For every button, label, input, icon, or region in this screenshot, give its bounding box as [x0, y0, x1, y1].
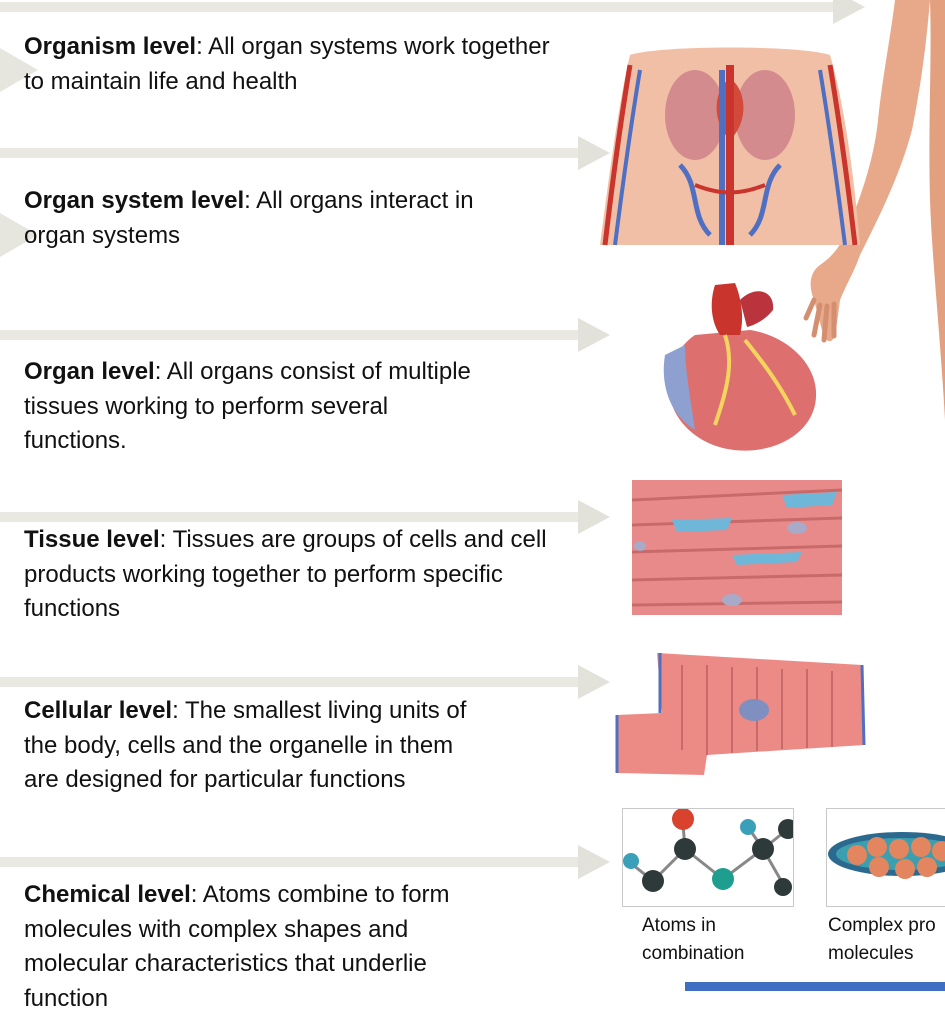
organ-system-level-title: Organ system level — [24, 187, 245, 214]
cell-illustration — [615, 653, 866, 775]
arrow-chemical — [0, 857, 580, 867]
organism-level-text: Organism level: All organ systems work t… — [24, 33, 550, 95]
organ-system-level-desc: All organs interact in organ systems — [24, 187, 474, 249]
organ-system-level-text: Organ system level: All organs interact … — [24, 187, 474, 249]
tissue-level-desc: Tissues are groups of cells and cell pro… — [24, 526, 547, 622]
cellular-level-title: Cellular level — [24, 697, 173, 724]
tissue-level-text: Tissue level: Tissues are groups of cell… — [24, 526, 547, 622]
top-arrow — [0, 2, 835, 12]
arrow-organ-system — [0, 148, 580, 158]
organ-level-desc: All organs consist of multiple tissues w… — [24, 358, 471, 454]
chemical-level-text: Chemical level: Atoms combine to form mo… — [24, 881, 450, 1012]
chemical-level-desc: Atoms combine to form molecules with com… — [24, 881, 450, 1012]
cellular-level-text: Cellular level: The smallest living unit… — [24, 697, 467, 793]
complex-molecules-box — [826, 808, 945, 907]
atoms-caption: Atoms in combination — [642, 915, 745, 964]
arrow-cellular — [0, 677, 580, 687]
cellular-level-desc: The smallest living units of the body, c… — [24, 697, 467, 793]
arrow-tissue — [0, 512, 580, 522]
accent-bar — [685, 982, 945, 991]
organism-level-desc: All organ systems work together to maint… — [24, 33, 550, 95]
chemical-level-title: Chemical level — [24, 881, 191, 908]
atoms-illustration — [623, 809, 793, 896]
human-body-illustration — [803, 0, 945, 420]
organ-level-title: Organ level — [24, 358, 155, 385]
heart-illustration — [663, 283, 817, 451]
complex-molecule-illustration — [828, 832, 945, 879]
arrow-organ — [0, 330, 580, 340]
organism-level-title: Organism level — [24, 33, 197, 60]
tissue-level-title: Tissue level — [24, 526, 160, 553]
tissue-illustration — [632, 480, 842, 615]
organ-system-illustration — [600, 47, 860, 246]
atoms-box — [622, 808, 794, 907]
organ-level-text: Organ level: All organs consist of multi… — [24, 358, 471, 454]
complex-molecules-caption: Complex pro molecules — [828, 915, 936, 964]
